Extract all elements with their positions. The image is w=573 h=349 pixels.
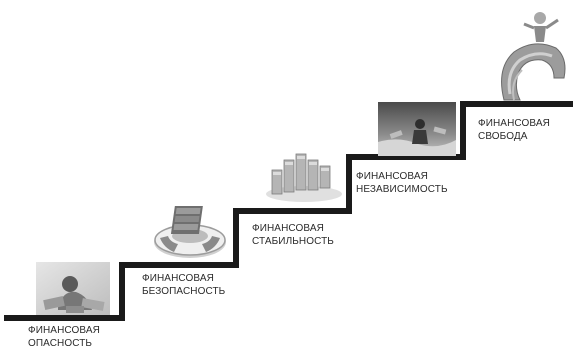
step-label-1: ФИНАНСОВАЯ ОПАСНОСТЬ bbox=[28, 325, 100, 349]
step-label-4: ФИНАНСОВАЯ НЕЗАВИСИМОСТЬ bbox=[356, 171, 448, 195]
person-with-bills-photo bbox=[36, 262, 110, 315]
step-label-2: ФИНАНСОВАЯ БЕЗОПАСНОСТЬ bbox=[142, 273, 226, 297]
man-on-money-wave-icon bbox=[501, 12, 566, 101]
lifebuoy-with-money-icon bbox=[154, 206, 226, 258]
money-bundles-bar-chart-icon bbox=[266, 153, 342, 202]
man-with-money-photo bbox=[378, 102, 456, 156]
step-label-5: ФИНАНСОВАЯ СВОБОДА bbox=[478, 118, 550, 142]
step-label-3: ФИНАНСОВАЯ СТАБИЛЬНОСТЬ bbox=[252, 223, 334, 247]
